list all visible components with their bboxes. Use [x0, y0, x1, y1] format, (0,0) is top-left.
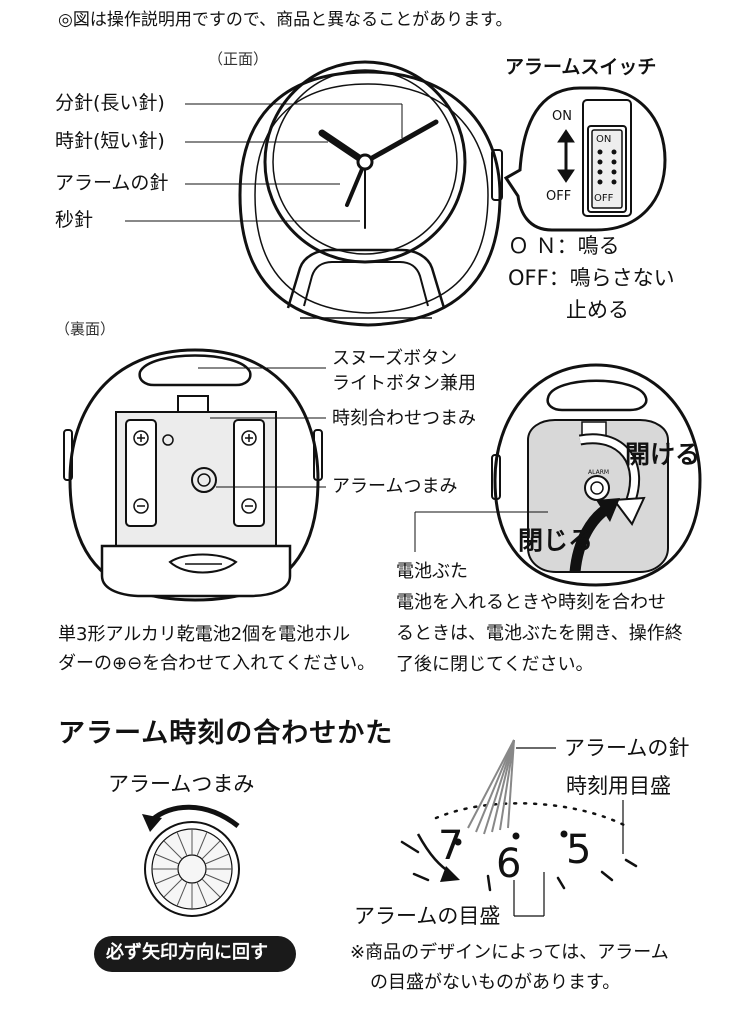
section-title: アラーム時刻の合わせかた [58, 718, 394, 749]
dial-number-7: 7 [438, 823, 464, 869]
label-snooze: スヌーズボタン [332, 348, 458, 369]
dial-alarm-hand-label: アラームの針 [564, 736, 690, 760]
close-arrow [569, 498, 620, 573]
rotate-arrow-icon [142, 804, 240, 832]
label-minute-hand: 分針(長い針) [55, 92, 165, 114]
close-label: 閉じる [518, 526, 594, 555]
dial-alarm-hand [467, 739, 515, 835]
dial-number-5: 5 [566, 827, 592, 873]
dial-time-scale-label: 時刻用目盛 [566, 774, 671, 798]
open-arrow [578, 433, 646, 526]
switch-desc-off: OFF：鳴らさない [508, 266, 675, 290]
switch-slot-off: OFF [594, 193, 614, 204]
switch-desc-on: Ｏ Ｎ：鳴る [508, 234, 620, 258]
back-leaders [198, 367, 326, 488]
dial-note-1: ※商品のデザインによっては、アラーム [350, 942, 669, 963]
battery-note-2: ダーの⊕⊖を合わせて入れてください。 [58, 653, 376, 674]
back-clock [63, 348, 323, 602]
alarm-switch-detail [503, 86, 667, 232]
instruction-text: 必ず矢印方向に回す [106, 942, 268, 963]
front-clock [238, 60, 503, 327]
top-note: ◎図は操作説明用ですので、商品と異なることがあります。 [58, 10, 513, 30]
open-label: 開ける [625, 440, 701, 469]
switch-slot-on: ON [596, 134, 612, 145]
label-alarm-knob: アラームつまみ [332, 476, 458, 497]
cover-desc-2: るときは、電池ぶたを開き、操作終 [396, 623, 683, 644]
dial-number-6: 6 [496, 841, 522, 887]
battery-signs [137, 434, 253, 507]
switch-dots [597, 149, 617, 185]
dial-detail [400, 802, 638, 892]
label-time-knob: 時刻合わせつまみ [332, 408, 476, 429]
alarm-knob-label: アラームつまみ [108, 772, 255, 796]
battery-note-1: 単3形アルカリ乾電池2個を電池ホル [58, 624, 351, 645]
alarm-switch-title: アラームスイッチ [505, 56, 657, 78]
front-caption: （正面） [208, 50, 269, 68]
switch-on-label: ON [552, 109, 572, 124]
cover-title: 電池ぶた [396, 561, 468, 582]
instruction-badge [94, 936, 296, 972]
front-clock-hands [318, 119, 439, 229]
front-leaders [125, 103, 403, 222]
cover-knob-text: ALARM [588, 469, 610, 476]
alarm-knob [144, 821, 240, 917]
back-caption: （裏面） [55, 320, 116, 338]
dial-note-2: の目盛がないものがあります。 [370, 972, 621, 993]
dial-alarm-scale-label: アラームの目盛 [354, 904, 501, 928]
label-alarm-hand: アラームの針 [55, 172, 169, 194]
switch-desc-off2: 止める [566, 298, 629, 322]
cover-desc-1: 電池を入れるときや時刻を合わせ [396, 592, 666, 613]
cover-desc-3: 了後に閉じてください。 [396, 654, 594, 675]
switch-off-label: OFF [546, 189, 572, 204]
label-second-hand: 秒針 [55, 209, 94, 231]
label-hour-hand: 時針(短い針) [55, 130, 165, 152]
dial-leaders [513, 747, 624, 917]
label-light: ライトボタン兼用 [332, 373, 476, 394]
